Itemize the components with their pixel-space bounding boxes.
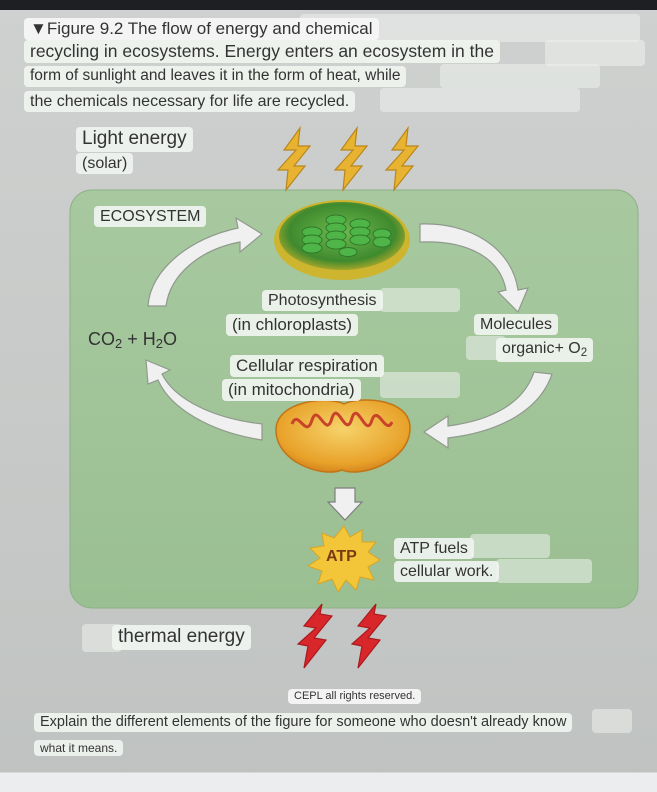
respiration-ghost [380, 372, 460, 398]
atp-fuels-sub-ghost [496, 559, 592, 583]
arrow-to-co2-h2o [145, 359, 263, 441]
photosynthesis-label: Photosynthesis [262, 290, 383, 312]
atp-fuels-subtitle: cellular work. [394, 561, 500, 583]
atp-fuels-label: ATP fuels [394, 538, 474, 560]
arrow-to-chloroplast [147, 216, 264, 307]
screen-top-bar [0, 0, 657, 10]
respiration-label: Cellular respiration [230, 355, 384, 378]
caption-line-2: recycling in ecosystems. Energy enters a… [24, 40, 500, 63]
caption-line-1: ▼Figure 9.2 The flow of energy and chemi… [24, 18, 379, 41]
sunlight-arrow-1 [276, 125, 312, 192]
caption-line-3: form of sunlight and leaves it in the fo… [24, 66, 407, 87]
atp-starburst [306, 525, 381, 594]
cycle-arrows [145, 216, 553, 521]
caption-ghost-3 [440, 64, 600, 88]
photosynthesis-ghost [380, 288, 460, 312]
light-energy-subtitle: (solar) [76, 153, 134, 175]
heat-arrow-2 [350, 603, 388, 669]
question-line-2: what it means. [34, 740, 124, 757]
arrow-to-atp [326, 487, 364, 521]
heat-arrows [296, 603, 388, 669]
caption-ghost-2 [545, 40, 645, 66]
question-ghost [592, 709, 632, 733]
sunlight-arrow-3 [384, 125, 420, 192]
co2-h2o-label: CO2 + H2O [88, 329, 177, 352]
light-energy-label: Light energy [76, 127, 193, 152]
photosynthesis-subtitle: (in chloroplasts) [226, 314, 358, 337]
thermal-energy-label: thermal energy [112, 625, 251, 650]
arrow-to-mitochondrion [422, 371, 553, 450]
organic-label: organic+ O2 [496, 338, 594, 362]
sunlight-arrow-2 [333, 125, 369, 192]
molecules-label: Molecules [474, 314, 559, 336]
heat-arrow-1 [296, 603, 334, 669]
atp-label: ATP [326, 548, 357, 565]
atp-fuels-ghost [470, 534, 550, 558]
question-line-1: Explain the different elements of the fi… [34, 713, 573, 733]
mitochondrion-illustration [275, 399, 411, 473]
ecosystem-label: ECOSYSTEM [94, 206, 207, 228]
screen-bottom-bar [0, 772, 657, 792]
sunlight-arrows [276, 125, 420, 192]
caption-ghost-4 [380, 88, 580, 112]
arrow-to-molecules [419, 223, 529, 314]
chloroplast-illustration [274, 200, 410, 280]
respiration-subtitle: (in mitochondria) [222, 379, 361, 402]
caption-line-4: the chemicals necessary for life are rec… [24, 91, 356, 113]
copyright-notice: CEPL all rights reserved. [288, 689, 422, 705]
